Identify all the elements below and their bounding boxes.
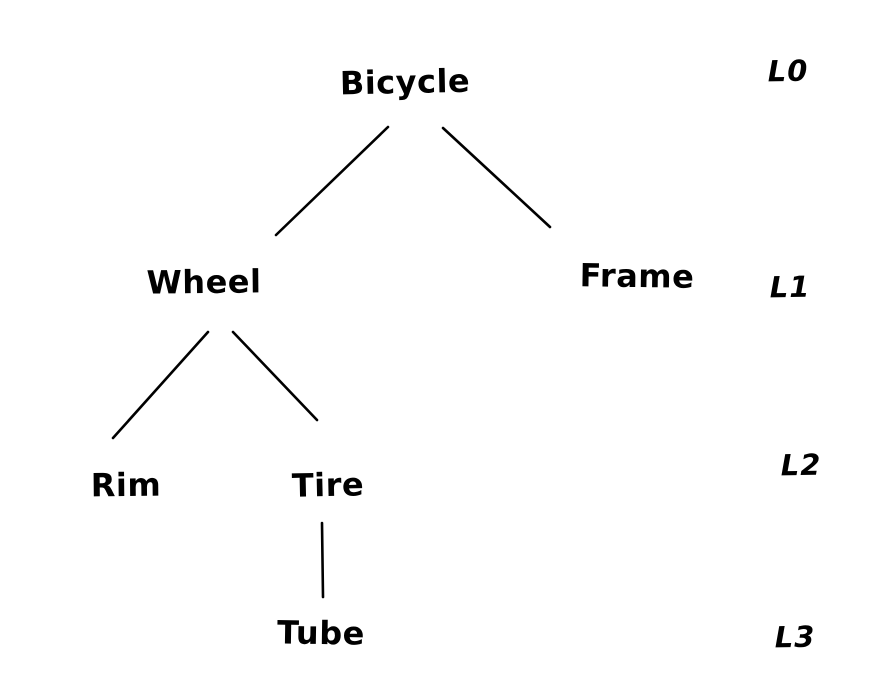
edge-wheel-rim xyxy=(111,330,210,440)
edge-bicycle-frame xyxy=(441,126,552,229)
node-wheel: Wheel xyxy=(146,262,262,302)
node-bicycle: Bicycle xyxy=(339,61,471,103)
node-tube: Tube xyxy=(276,613,366,653)
edge-tire-tube xyxy=(320,521,325,599)
level-label-l1: L1 xyxy=(769,269,811,305)
edge-bicycle-wheel xyxy=(274,125,390,237)
node-frame: Frame xyxy=(579,256,695,296)
node-rim: Rim xyxy=(90,465,162,505)
level-label-l2: L2 xyxy=(780,447,822,483)
level-label-l3: L3 xyxy=(774,619,816,655)
edge-wheel-tire xyxy=(231,330,319,422)
level-label-l0: L0 xyxy=(767,53,809,89)
node-tire: Tire xyxy=(291,465,365,505)
